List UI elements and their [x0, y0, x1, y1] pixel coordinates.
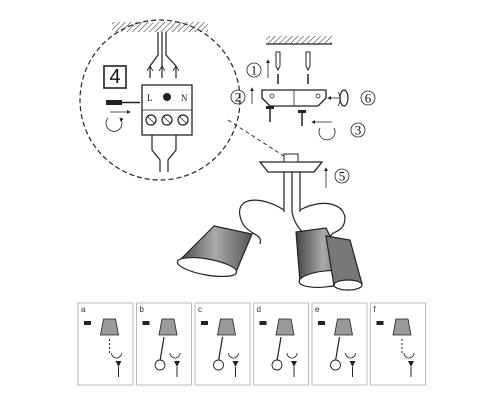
- step-1-label: 1: [251, 63, 258, 78]
- panel-label: f: [374, 305, 377, 314]
- lamp-shade-icon: [142, 318, 178, 336]
- bulb-icon: [213, 336, 224, 371]
- panel-label: a: [81, 305, 86, 314]
- rotate-arrow-icon: [403, 352, 415, 377]
- mounting-bracket: [261, 89, 327, 107]
- bulb-panel-c: c: [194, 302, 251, 386]
- bulb-panel-b: b: [136, 302, 192, 386]
- light-fixture: 5: [176, 153, 363, 291]
- bulb-panels: a b c d e f: [77, 302, 426, 386]
- bulb-icon: [330, 336, 341, 371]
- supply-wires: [146, 32, 180, 78]
- step-4-box: [103, 65, 127, 89]
- panel-label: b: [140, 305, 145, 314]
- bulb-panel-d: d: [253, 302, 309, 386]
- screw-icon: [298, 110, 306, 126]
- rotate-arrow-icon: [345, 352, 356, 377]
- step-4-label: 4: [109, 66, 120, 88]
- step-6-circle: [360, 90, 376, 106]
- ceiling-hatch: [266, 36, 332, 44]
- rotate-arrow-icon: [286, 352, 298, 377]
- step-6-label: 6: [365, 91, 372, 106]
- step-5-label: 5: [339, 169, 346, 184]
- rotate-arrow-icon: [318, 127, 336, 141]
- lamp-arm: [239, 199, 285, 245]
- panel-label: e: [315, 305, 320, 314]
- step-2-circle: [230, 89, 246, 105]
- panel-label: d: [257, 305, 261, 314]
- lamp-arm: [299, 202, 346, 241]
- bulb-panel-f: f: [370, 302, 426, 386]
- lamp-shade-right: [325, 235, 363, 291]
- wall-plug-icon: [305, 51, 311, 84]
- terminal-label-n: N: [181, 93, 188, 103]
- step-3-label: 3: [355, 123, 362, 138]
- callout-ceiling-hatch: [112, 22, 208, 32]
- screwdriver-icon: [105, 100, 140, 132]
- ceiling-mount: 1 2 3 6: [230, 36, 376, 141]
- rotate-arrow-icon: [111, 352, 122, 377]
- lamp-shade-left: [176, 225, 253, 278]
- lamp-shade-icon: [376, 318, 412, 336]
- wiring-callout: L N 4: [79, 19, 241, 181]
- step-3-circle: [350, 122, 366, 138]
- ground-symbol-icon: [163, 93, 171, 101]
- lamp-wire: [151, 135, 161, 172]
- bulb-panel-a: a: [77, 302, 134, 386]
- panel-label: c: [198, 305, 202, 314]
- step-2-label: 2: [235, 90, 242, 105]
- lamp-wire: [167, 135, 177, 172]
- step-1-circle: [246, 62, 262, 78]
- bulb-icon: [271, 336, 283, 371]
- callout-leader-line: [227, 119, 291, 161]
- rotate-arrow-icon: [169, 352, 181, 377]
- step-5-circle: [334, 168, 350, 184]
- lamp-shade-icon: [84, 318, 119, 336]
- screw-icon: [266, 106, 274, 122]
- lamp-shade-icon: [318, 318, 353, 336]
- canopy: [258, 161, 324, 173]
- bulb-panel-e: e: [311, 302, 368, 386]
- wall-plug-icon: [275, 51, 281, 84]
- bulb-icon: [154, 336, 166, 371]
- terminal-label-l: L: [147, 93, 153, 103]
- lamp-shade-icon: [201, 318, 236, 336]
- terminal-block: L N: [141, 84, 193, 136]
- lamp-shade-icon: [259, 318, 295, 336]
- rotate-arrow-icon: [228, 352, 239, 377]
- callout-circle: [79, 19, 241, 181]
